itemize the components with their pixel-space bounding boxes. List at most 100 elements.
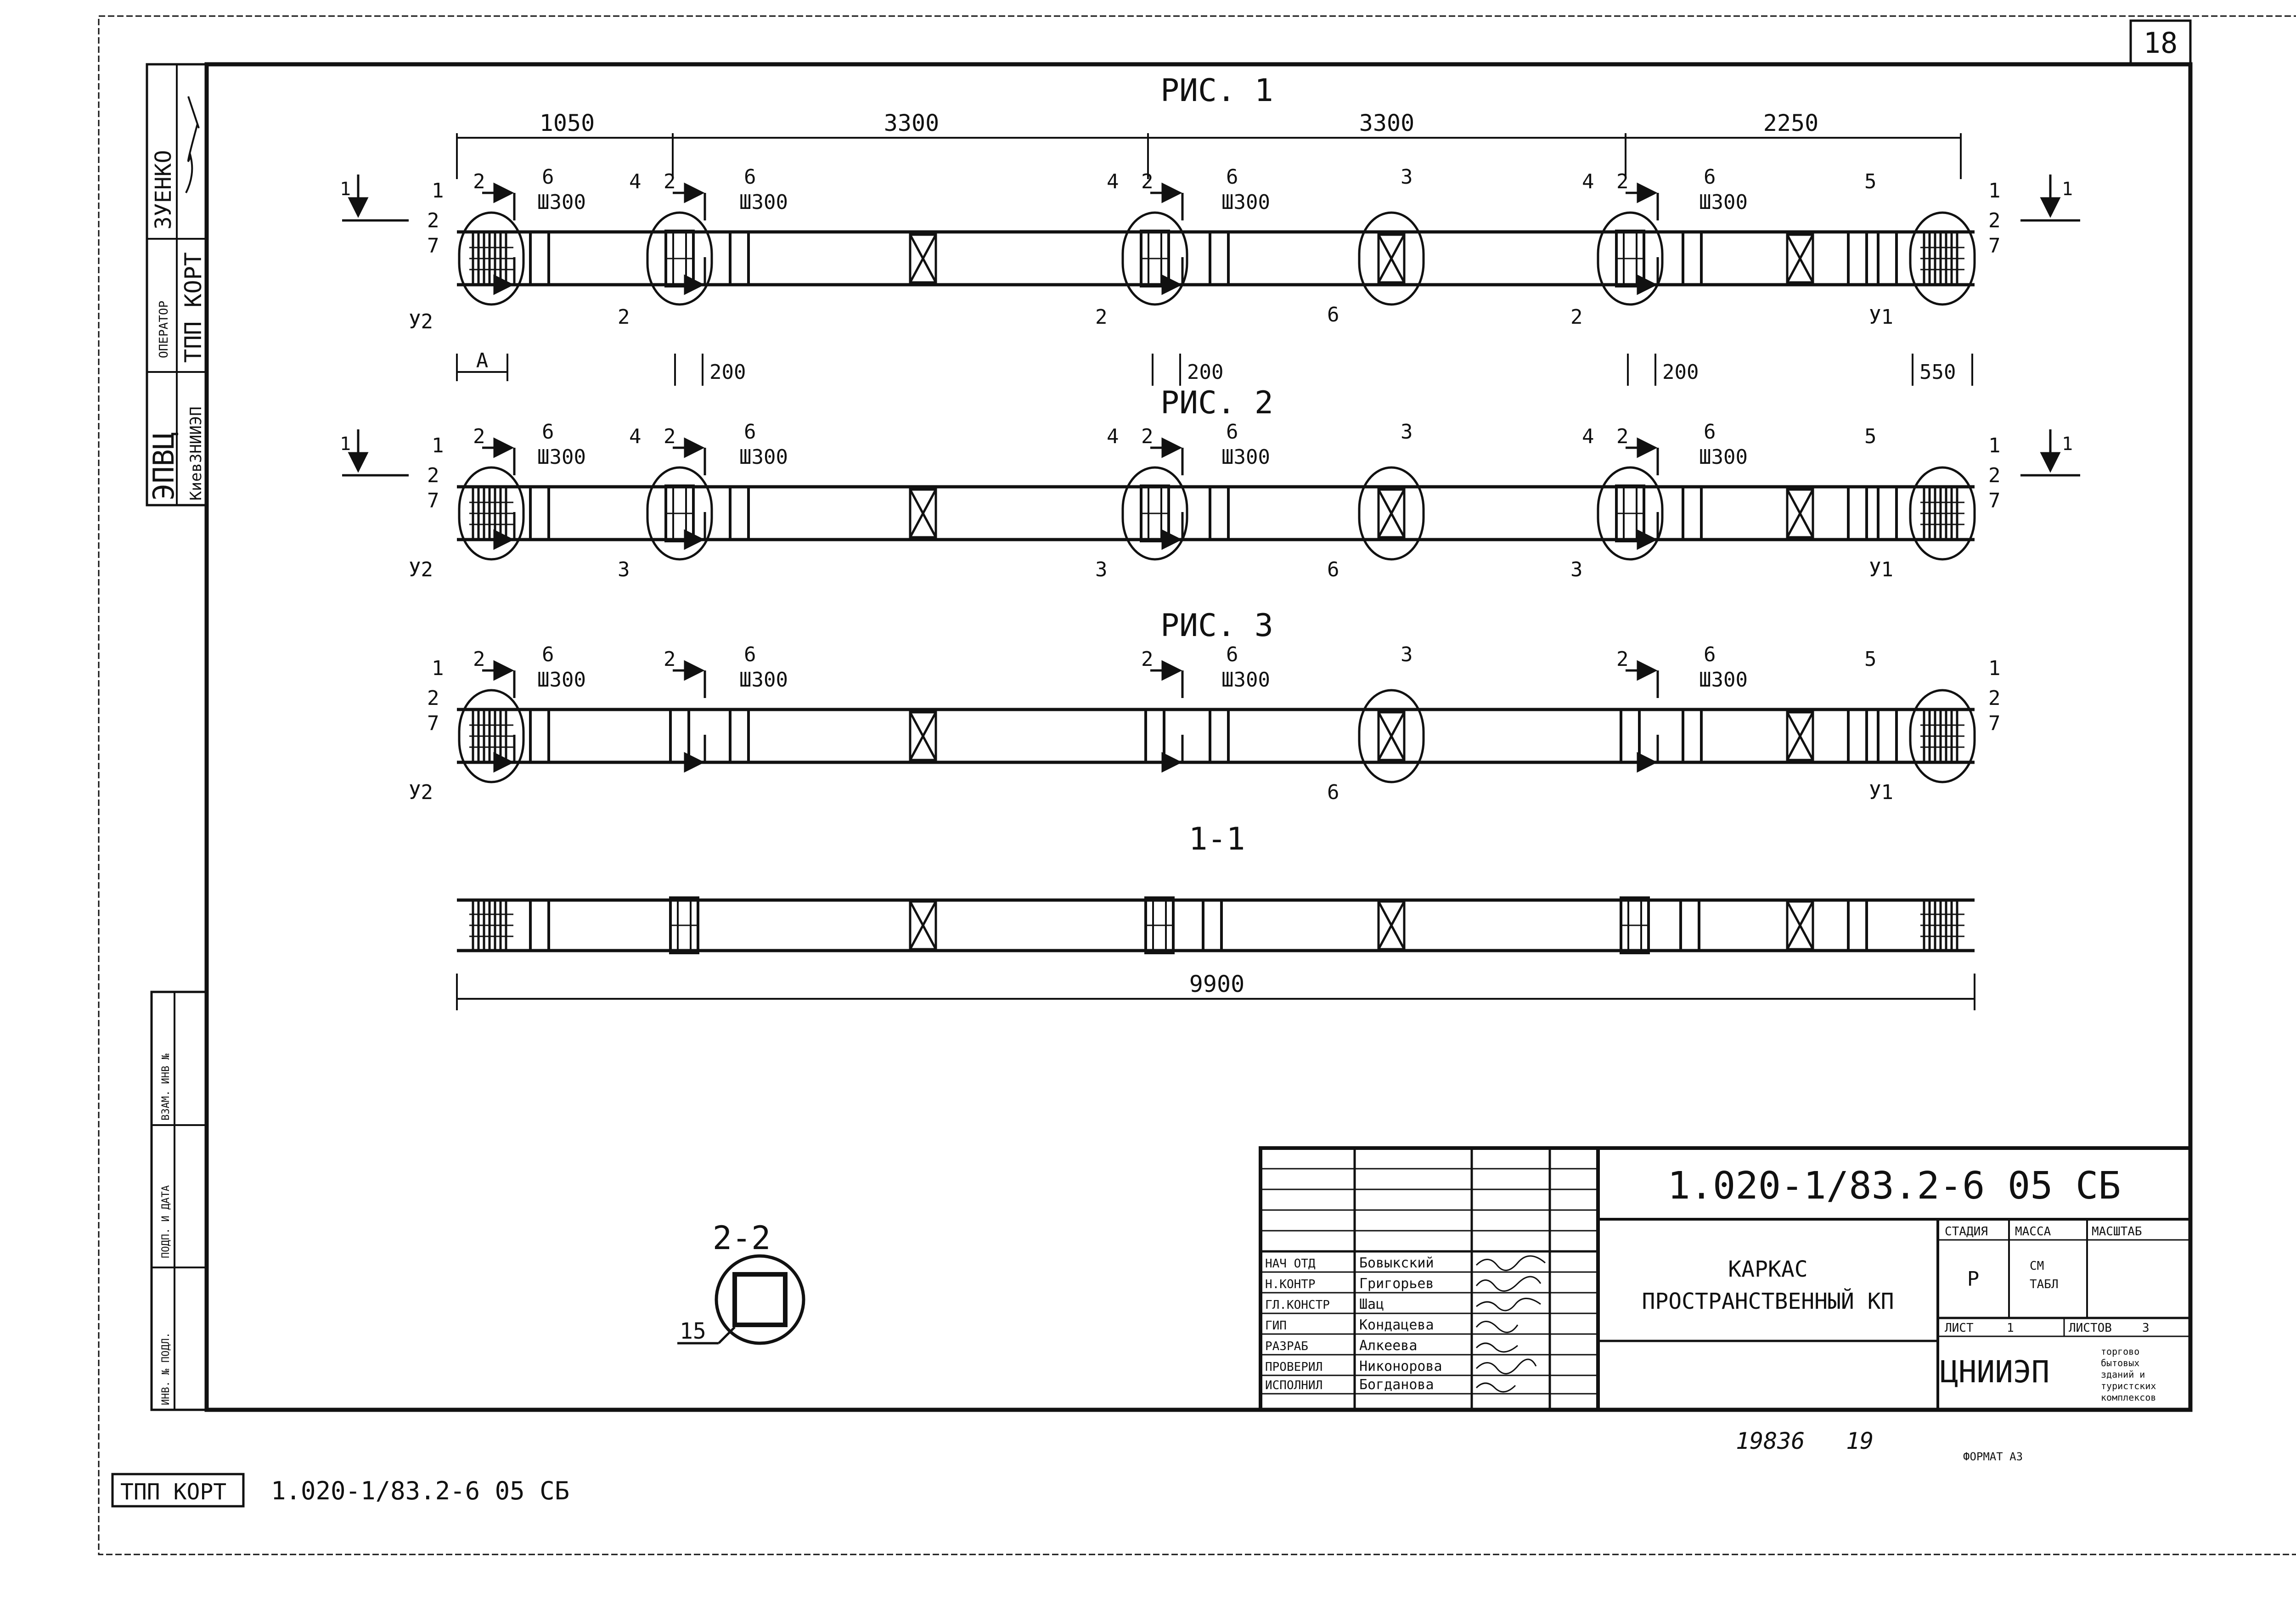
org-note-5: комплексов bbox=[2101, 1392, 2156, 1403]
f2-section-mark-left: 1 bbox=[340, 434, 351, 455]
scale-header: МАСШТАБ bbox=[2092, 1225, 2142, 1239]
callout-2-e: 2 bbox=[618, 305, 630, 329]
mass-header: МАССА bbox=[2015, 1225, 2051, 1239]
f3-callout-2-b: 2 bbox=[664, 648, 676, 671]
f3-callout-2-left: 2 bbox=[427, 687, 439, 710]
f2-spacing-a: Ш300 bbox=[537, 445, 586, 469]
f2-callout-u1: У1 bbox=[1869, 558, 1893, 581]
callout-2-a: 2 bbox=[473, 170, 485, 193]
f2-callout-2-c: 2 bbox=[1141, 425, 1154, 448]
dim-550: 550 bbox=[1919, 360, 1956, 384]
dim-200-b: 200 bbox=[1187, 360, 1223, 384]
callout-2-right-side: 2 bbox=[1988, 209, 2001, 232]
f3-spacing-c: Ш300 bbox=[1221, 668, 1270, 692]
spacing-c: Ш300 bbox=[1221, 191, 1270, 214]
f3-callout-6-d: 6 bbox=[1704, 643, 1716, 666]
sheets-value: 3 bbox=[2142, 1321, 2150, 1335]
signature-icon bbox=[1475, 1276, 1542, 1292]
f3-callout-u2: У2 bbox=[409, 781, 433, 804]
dim-2250: 2250 bbox=[1763, 110, 1818, 136]
name-6: Богданова bbox=[1359, 1377, 1434, 1393]
f2-section-mark-right: 1 bbox=[2062, 434, 2073, 455]
name-0: Бовыкский bbox=[1359, 1255, 1434, 1271]
name-4: Алкеева bbox=[1359, 1338, 1417, 1354]
f2-callout-3-a: 3 bbox=[1401, 420, 1413, 444]
f2-callout-6-a: 6 bbox=[542, 420, 554, 444]
figure-2-title: РИС. 2 bbox=[1160, 385, 1273, 421]
callout-7-right: 7 bbox=[1988, 234, 2001, 258]
f3-spacing-b: Ш300 bbox=[739, 668, 788, 692]
signature-icon bbox=[1475, 1321, 1519, 1333]
operator-dept: ТПП КОРТ bbox=[180, 252, 207, 363]
f2-callout-3-b: 3 bbox=[618, 558, 630, 581]
org-name: ЦНИИЭП bbox=[1940, 1354, 2049, 1390]
figure-3-title: РИС. 3 bbox=[1160, 608, 1273, 644]
f3-callout-2-right: 2 bbox=[1988, 687, 2001, 710]
org-note-4: туристских bbox=[2101, 1380, 2156, 1391]
footer-code: 1.020-1/83.2-6 05 СБ bbox=[271, 1476, 569, 1505]
f2-callout-3-d: 3 bbox=[1570, 558, 1583, 581]
callout-3-a: 3 bbox=[1401, 165, 1413, 189]
f2-callout-2-right: 2 bbox=[1988, 464, 2001, 487]
callout-2-f: 2 bbox=[1095, 305, 1108, 329]
f3-callout-7-left: 7 bbox=[427, 712, 439, 735]
sheet-label: ЛИСТ bbox=[1945, 1321, 1974, 1335]
title-line-2: ПРОСТРАНСТВЕННЫЙ КП bbox=[1642, 1288, 1894, 1314]
f2-callout-7-left: 7 bbox=[427, 489, 439, 512]
footer-stamp: ТПП КОРТ bbox=[120, 1479, 226, 1505]
signature-icon bbox=[1475, 1382, 1516, 1393]
sheet-number: 18 bbox=[2144, 26, 2178, 60]
f2-callout-1-left: 1 bbox=[432, 434, 444, 457]
mass-value-1: СМ bbox=[2030, 1259, 2044, 1273]
f2-spacing-d: Ш300 bbox=[1699, 445, 1748, 469]
inv-label-1: ВЗАМ. ИНВ № bbox=[160, 1053, 172, 1121]
sheets-label: ЛИСТОВ bbox=[2069, 1321, 2112, 1335]
name-1: Григорьев bbox=[1359, 1276, 1434, 1292]
f3-callout-2-a: 2 bbox=[473, 648, 485, 671]
org-sub: КиевЗНИИЭП bbox=[187, 406, 205, 501]
org-note-3: зданий и bbox=[2101, 1369, 2145, 1380]
callout-4-c: 4 bbox=[1582, 170, 1594, 193]
callout-6-e: 6 bbox=[1327, 303, 1339, 327]
dim-3300-a: 3300 bbox=[884, 110, 939, 136]
f2-callout-3-c: 3 bbox=[1095, 558, 1108, 581]
dim-1050: 1050 bbox=[540, 110, 595, 136]
name-2: Шац bbox=[1359, 1296, 1384, 1312]
f2-callout-2-b: 2 bbox=[664, 425, 676, 448]
f3-callout-6-c: 6 bbox=[1226, 643, 1238, 666]
f2-callout-6-e: 6 bbox=[1327, 558, 1339, 581]
inventory-number: 19836 bbox=[1736, 1428, 1805, 1454]
signature-icon bbox=[1475, 1342, 1518, 1353]
role-5: ПРОВЕРИЛ bbox=[1265, 1360, 1322, 1374]
checker-signature-icon bbox=[185, 96, 200, 193]
title-block: НАЧ ОТД Н.КОНТР ГЛ.КОНСТР ГИП РАЗРАБ ПРО… bbox=[1259, 1146, 2192, 1412]
checker-label: ЗУЕНКО bbox=[151, 150, 176, 230]
dim-3300-b: 3300 bbox=[1359, 110, 1414, 136]
callout-6-a: 6 bbox=[542, 165, 554, 189]
name-3: Кондацева bbox=[1359, 1317, 1434, 1333]
f2-callout-4-b: 4 bbox=[1107, 425, 1119, 448]
dim-200-c: 200 bbox=[1662, 360, 1699, 384]
callout-2-g: 2 bbox=[1570, 305, 1583, 329]
f2-callout-6-b: 6 bbox=[744, 420, 756, 444]
stage-value: Р bbox=[1967, 1267, 1980, 1291]
figure-2: РИС. 2 1 2 7 2 6 Ш300 4 2 6 bbox=[340, 385, 2080, 581]
signature-icon bbox=[1475, 1255, 1546, 1271]
f2-callout-2-left: 2 bbox=[427, 464, 439, 487]
signature-icon bbox=[1476, 1298, 1541, 1312]
f2-callout-4-a: 4 bbox=[629, 425, 642, 448]
mass-value-2: ТАБЛ bbox=[2030, 1278, 2059, 1291]
callout-5-a: 5 bbox=[1864, 170, 1877, 193]
f3-callout-2-d: 2 bbox=[1616, 648, 1629, 671]
f2-callout-7-right: 7 bbox=[1988, 489, 2001, 512]
f2-callout-6-c: 6 bbox=[1226, 420, 1238, 444]
f3-spacing-a: Ш300 bbox=[537, 668, 586, 692]
dim-a: А bbox=[476, 349, 489, 372]
outer-trim-border bbox=[98, 15, 2296, 1555]
section-2-2-title: 2-2 bbox=[713, 1219, 771, 1257]
footer: 19836 19 ФОРМАТ А3 ТПП КОРТ 1.020-1/83.2… bbox=[111, 1428, 2023, 1508]
section-2-2-ref: 15 bbox=[680, 1318, 706, 1344]
callout-1-right: 1 bbox=[1988, 179, 2001, 203]
spacing-b: Ш300 bbox=[739, 191, 788, 214]
